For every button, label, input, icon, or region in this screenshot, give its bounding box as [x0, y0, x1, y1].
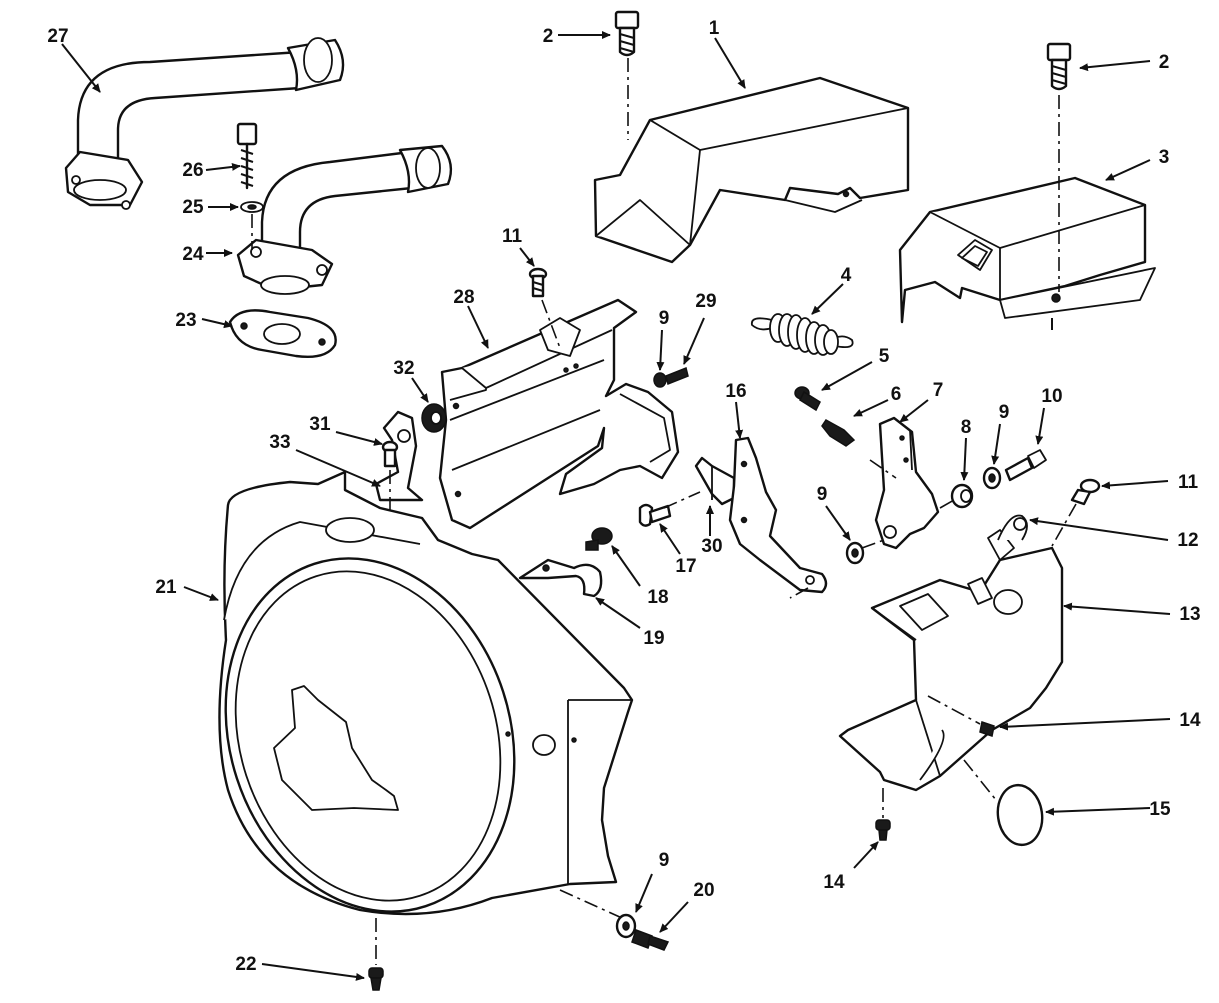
- grommet-32: [421, 403, 447, 433]
- callout-15: 15: [1149, 799, 1171, 820]
- callout-24: 24: [182, 244, 204, 265]
- side-cover-13: [838, 514, 1064, 792]
- gasket-23: [228, 309, 337, 359]
- screw-18: [585, 527, 613, 551]
- callout-17: 17: [675, 556, 696, 577]
- callout-23: 23: [175, 310, 196, 331]
- screw-31: [381, 440, 399, 468]
- callout-33: 33: [269, 432, 290, 453]
- washer-25: [240, 201, 264, 213]
- plug-15: [996, 783, 1044, 847]
- callout-8: 8: [961, 417, 972, 438]
- callout-9-middle: 9: [817, 484, 828, 505]
- callout-13: 13: [1179, 604, 1200, 625]
- screw-17: [638, 503, 672, 527]
- callout-14-bottom: 14: [823, 872, 845, 893]
- exhaust-pipe-upper: [64, 37, 345, 210]
- callout-19: 19: [643, 628, 664, 649]
- screw-11-right: [1070, 478, 1101, 506]
- callout-3: 3: [1159, 147, 1170, 168]
- bracket-30: [694, 456, 736, 506]
- callout-9-upper: 9: [659, 308, 670, 329]
- bolt-20: [631, 929, 670, 951]
- spring-6: [821, 419, 856, 447]
- callout-5: 5: [879, 346, 890, 367]
- lever-7: [874, 416, 940, 550]
- screw-22: [368, 967, 384, 991]
- spacer-8: [950, 483, 974, 509]
- top-shroud-1: [593, 76, 910, 264]
- callout-12: 12: [1177, 530, 1198, 551]
- clip-19: [518, 558, 603, 598]
- callout-25: 25: [182, 197, 204, 218]
- callout-2-left: 2: [543, 26, 554, 47]
- callout-21: 21: [155, 577, 177, 598]
- washer-9-right: [982, 466, 1002, 490]
- callout-30: 30: [701, 536, 722, 557]
- bolt-2-left: [614, 10, 640, 57]
- callout-7: 7: [933, 380, 944, 401]
- leader-lines: [61, 31, 1171, 981]
- bolt-2-right: [1046, 42, 1072, 91]
- blower-housing-21: [218, 470, 634, 916]
- callout-32: 32: [393, 358, 414, 379]
- callout-10: 10: [1041, 386, 1062, 407]
- washer-9-bottom: [615, 913, 637, 939]
- callout-27: 27: [47, 26, 68, 47]
- callout-1: 1: [709, 18, 720, 39]
- callout-16: 16: [725, 381, 746, 402]
- screw-11-upper: [528, 267, 548, 298]
- callout-29: 29: [695, 291, 716, 312]
- screw-14-right: [979, 721, 995, 737]
- washer-9-middle: [845, 541, 865, 565]
- right-cover-3: [898, 176, 1156, 324]
- callout-9-bottom: 9: [659, 850, 670, 871]
- screw-14-bottom: [875, 819, 891, 841]
- callout-11-right: 11: [1178, 472, 1199, 493]
- bolt-10: [1004, 449, 1047, 482]
- callout-28: 28: [453, 287, 474, 308]
- callout-26: 26: [182, 160, 203, 181]
- callout-20: 20: [693, 880, 714, 901]
- screw-5: [794, 386, 821, 412]
- callout-4: 4: [841, 265, 852, 286]
- callout-31: 31: [309, 414, 331, 435]
- callout-11-upper: 11: [502, 226, 523, 247]
- exhaust-pipe-lower: [236, 144, 453, 295]
- callout-9-right: 9: [999, 402, 1010, 423]
- callout-18: 18: [647, 587, 668, 608]
- callout-2-right: 2: [1159, 52, 1170, 73]
- control-lever-16: [728, 436, 828, 594]
- callout-14-right: 14: [1179, 710, 1201, 731]
- bracket-33: [374, 410, 424, 502]
- callout-22: 22: [235, 954, 256, 975]
- callout-labels: 27 2 1 2 3 26 25 24 23 11 28 4 5 6 7 8 9…: [47, 18, 1201, 975]
- spring-4: [750, 313, 854, 356]
- air-baffle-28: [438, 298, 680, 530]
- callout-6: 6: [891, 384, 902, 405]
- bolt-26: [236, 122, 258, 190]
- washer-9-upper: [653, 366, 689, 388]
